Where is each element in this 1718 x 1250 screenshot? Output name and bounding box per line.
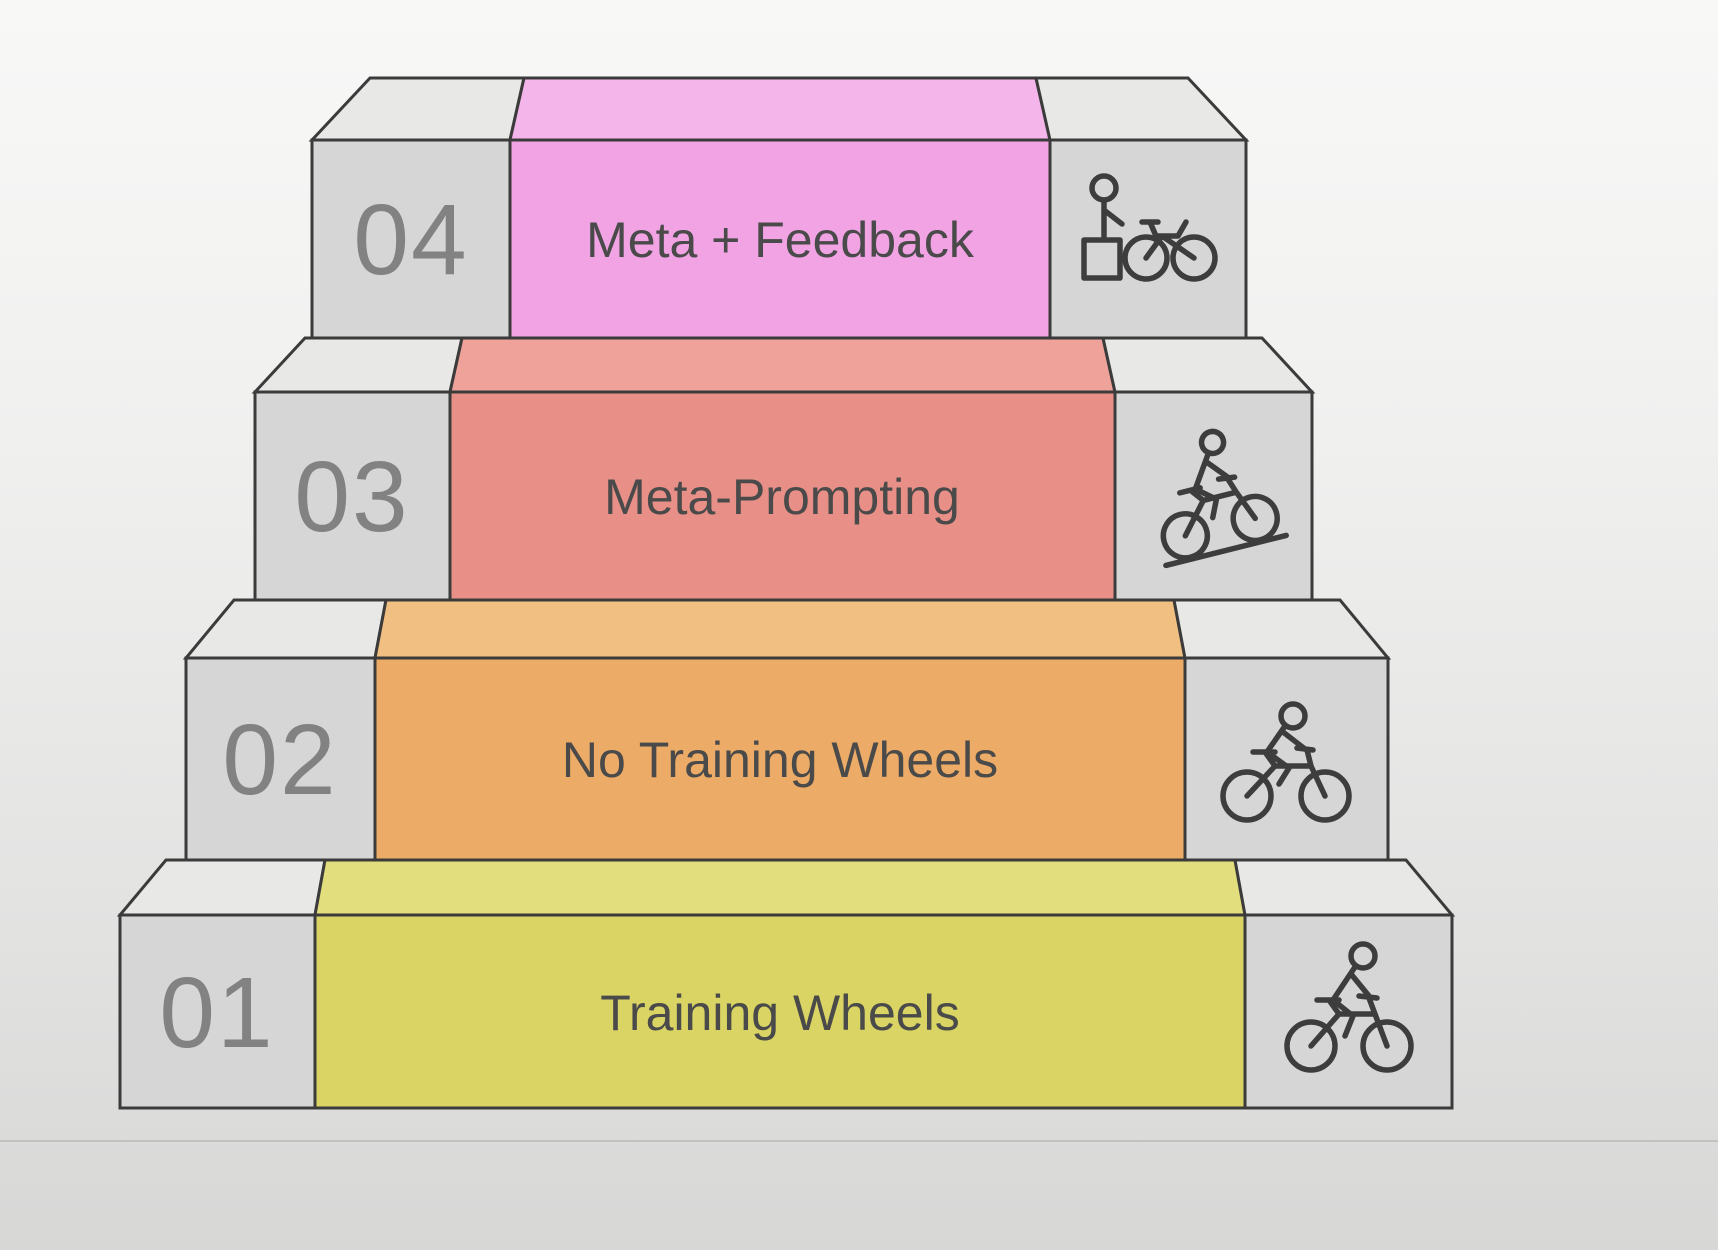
step-1-tread-center: [313, 858, 1247, 917]
step-2-tread-right: [1172, 598, 1392, 660]
step-2-front-left: [184, 656, 377, 862]
cyclist-no-training-wheels-icon: [1220, 701, 1352, 823]
step-4-tread-right: [1034, 76, 1250, 142]
step-3-tread-center: [448, 336, 1117, 394]
step-4-front-left: [310, 138, 512, 340]
person-with-bicycle-icon: [1081, 173, 1218, 282]
step-2-front-center: [373, 656, 1187, 862]
step-2-number: 02: [222, 704, 337, 816]
step-3-number: 03: [294, 441, 409, 553]
step-1: 01 Training Wheels: [116, 858, 1456, 1110]
cyclist-uphill-icon: [1160, 428, 1289, 569]
step-1-number: 01: [159, 957, 274, 1069]
step-4-label: Meta + Feedback: [586, 212, 975, 268]
cyclist-riding-icon: [1284, 941, 1414, 1073]
step-4-tread-center: [508, 76, 1052, 142]
step-1-front-left: [118, 913, 317, 1110]
step-3: 03 Meta-Prompting: [251, 336, 1316, 602]
step-3-tread-right: [1101, 336, 1316, 394]
step-1-front-center: [313, 913, 1247, 1110]
step-3-tread-left: [251, 336, 464, 394]
step-4-number: 04: [353, 184, 468, 296]
step-4: 04 Meta + Feedback: [308, 76, 1250, 340]
step-2-tread-center: [373, 598, 1187, 660]
step-4-front-center: [508, 138, 1052, 340]
step-4-tread-left: [308, 76, 526, 142]
step-1-label: Training Wheels: [600, 985, 959, 1041]
step-2: 02 No Training Wheels: [182, 598, 1392, 862]
step-1-tread-left: [116, 858, 327, 917]
step-3-front-left: [253, 390, 452, 602]
step-3-label: Meta-Prompting: [604, 469, 960, 525]
step-1-tread-right: [1233, 858, 1456, 917]
step-2-tread-left: [182, 598, 388, 660]
step-2-front-right: [1183, 656, 1390, 862]
step-2-label: No Training Wheels: [562, 732, 998, 788]
